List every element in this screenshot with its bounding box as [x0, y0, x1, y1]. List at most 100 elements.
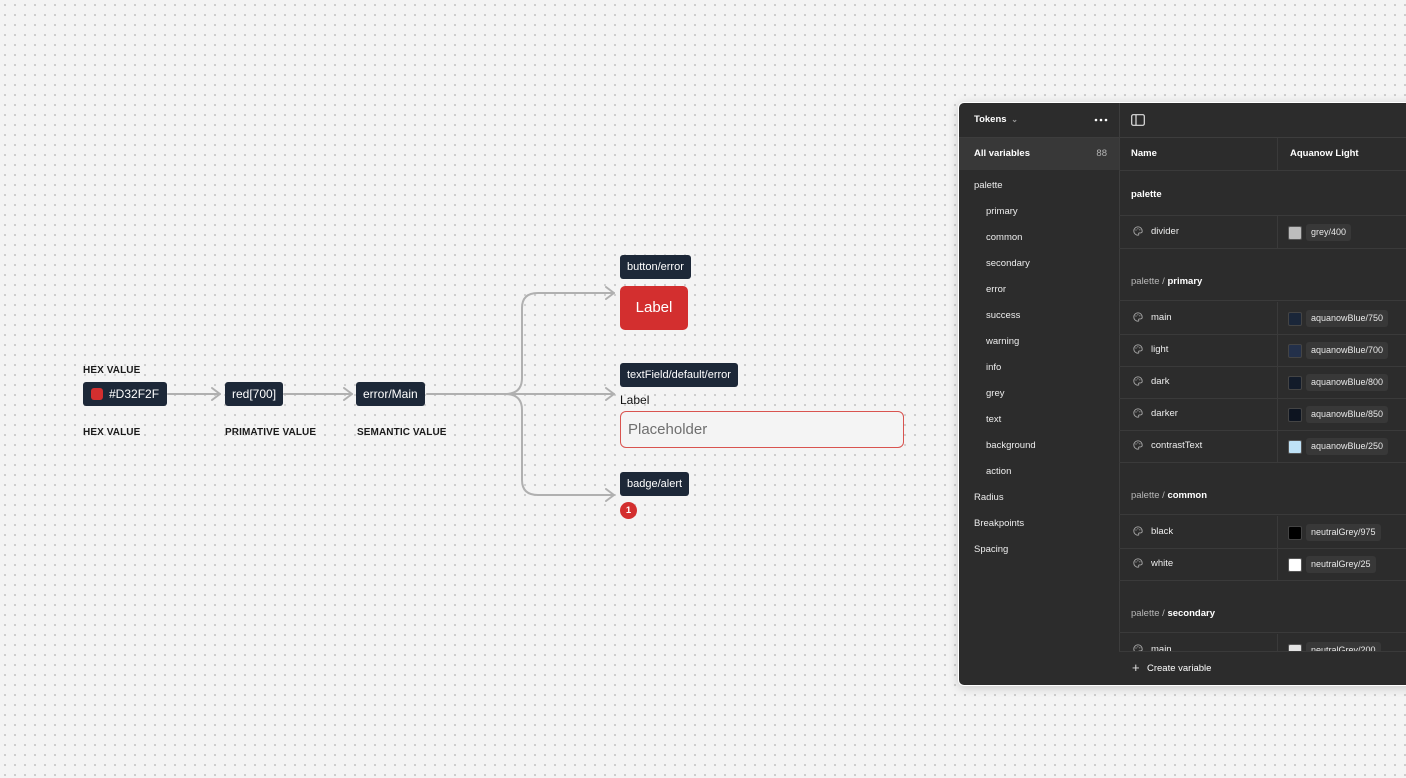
- collection-selector[interactable]: Tokens ⌄: [974, 103, 1018, 137]
- collection-header: Tokens ⌄: [959, 103, 1119, 138]
- variable-name-cell: dark: [1119, 366, 1278, 398]
- color-variable-icon: [1133, 344, 1143, 354]
- chevron-down-icon: ⌄: [1011, 115, 1018, 124]
- alias-pill[interactable]: neutralGrey/975: [1306, 524, 1381, 541]
- table-header: Name Aquanow Light: [1119, 138, 1406, 171]
- alias-pill[interactable]: neutralGrey/200: [1306, 642, 1381, 651]
- sidebar-group-palette[interactable]: palette: [959, 173, 1119, 199]
- collection-title: Tokens: [974, 114, 1007, 125]
- variable-row[interactable]: white neutralGrey/25: [1119, 548, 1406, 581]
- primitive-token-tag: red[700]: [225, 382, 284, 406]
- group-name: secondary: [1167, 608, 1215, 619]
- sidebar-group-success[interactable]: success: [959, 303, 1119, 329]
- sidebar-group-label: Radius: [974, 492, 1004, 503]
- alias-pill[interactable]: aquanowBlue/700: [1306, 342, 1389, 359]
- sidebar-group-text[interactable]: text: [959, 407, 1119, 433]
- sidebar-group-label: info: [986, 362, 1002, 373]
- sidebar-group-label: Spacing: [974, 544, 1009, 555]
- group-prefix: palette /: [1131, 276, 1168, 287]
- variable-name: black: [1151, 526, 1174, 537]
- sidebar-toggle-icon[interactable]: [1131, 114, 1145, 126]
- alias-pill[interactable]: grey/400: [1306, 224, 1352, 241]
- group-name: palette: [1131, 189, 1162, 200]
- color-swatch: [1288, 526, 1302, 540]
- color-swatch: [1288, 312, 1302, 326]
- alias-pill[interactable]: aquanowBlue/250: [1306, 438, 1389, 455]
- sidebar-group-primary[interactable]: primary: [959, 199, 1119, 225]
- error-button[interactable]: Label: [620, 286, 688, 330]
- error-text-field[interactable]: Placeholder: [620, 411, 904, 448]
- color-variable-icon: [1133, 440, 1143, 450]
- all-variables-item[interactable]: All variables 88: [959, 138, 1119, 170]
- color-variable-icon: [1133, 644, 1143, 651]
- textfield-label: Label: [620, 393, 650, 407]
- variable-value-cell[interactable]: aquanowBlue/250: [1278, 430, 1406, 462]
- variable-value-cell[interactable]: neutralGrey/200: [1278, 634, 1406, 651]
- variable-value-cell[interactable]: aquanowBlue/700: [1278, 334, 1406, 366]
- alias-pill[interactable]: neutralGrey/25: [1306, 556, 1376, 573]
- group-name: primary: [1167, 276, 1203, 287]
- hex-value-tag: #D32F2F: [83, 382, 168, 406]
- color-variable-icon: [1133, 376, 1143, 386]
- variable-row[interactable]: dark aquanowBlue/800: [1119, 366, 1406, 399]
- variable-row[interactable]: light aquanowBlue/700: [1119, 334, 1406, 367]
- plus-icon: +: [1132, 660, 1140, 675]
- sidebar-group-background[interactable]: background: [959, 433, 1119, 459]
- sidebar-group-info[interactable]: info: [959, 355, 1119, 381]
- variable-value-cell[interactable]: aquanowBlue/750: [1278, 302, 1406, 334]
- variable-value-cell[interactable]: aquanowBlue/850: [1278, 398, 1406, 430]
- semantic-token-tag: error/Main: [356, 382, 425, 406]
- sidebar-group-label: grey: [986, 388, 1005, 399]
- color-swatch: [1288, 440, 1302, 454]
- sidebar-group-label: error: [986, 284, 1007, 295]
- variable-value-cell[interactable]: grey/400: [1278, 216, 1406, 248]
- variable-name: light: [1151, 344, 1169, 355]
- variable-name-cell: main: [1119, 302, 1278, 334]
- more-options-icon[interactable]: [1093, 112, 1109, 128]
- variable-row[interactable]: main aquanowBlue/750: [1119, 302, 1406, 335]
- variable-name-cell: light: [1119, 334, 1278, 366]
- column-divider: [1277, 138, 1278, 170]
- column-name-header: Name: [1131, 148, 1157, 159]
- color-variable-icon: [1133, 558, 1143, 568]
- sidebar-group-radius[interactable]: Radius: [959, 485, 1119, 511]
- alias-pill[interactable]: aquanowBlue/750: [1306, 310, 1389, 327]
- variable-name-cell: white: [1119, 548, 1278, 580]
- color-variable-icon: [1133, 226, 1143, 236]
- alias-pill[interactable]: aquanowBlue/850: [1306, 406, 1389, 423]
- sidebar-group-secondary[interactable]: secondary: [959, 251, 1119, 277]
- variable-row[interactable]: contrastText aquanowBlue/250: [1119, 430, 1406, 463]
- variable-row[interactable]: black neutralGrey/975: [1119, 516, 1406, 549]
- table-group-header: palette / secondary: [1119, 588, 1406, 633]
- sidebar-group-warning[interactable]: warning: [959, 329, 1119, 355]
- sidebar-group-common[interactable]: common: [959, 225, 1119, 251]
- variable-value-cell[interactable]: aquanowBlue/800: [1278, 366, 1406, 398]
- primitive-caption: PRIMATIVE VALUE: [225, 427, 317, 438]
- variable-name-cell: contrastText: [1119, 430, 1278, 462]
- create-variable-button[interactable]: + Create variable: [1119, 651, 1406, 685]
- table-group-header: palette: [1119, 171, 1406, 216]
- variable-value-cell[interactable]: neutralGrey/975: [1278, 516, 1406, 548]
- semantic-caption: SEMANTIC VALUE: [357, 427, 447, 438]
- alias-pill[interactable]: aquanowBlue/800: [1306, 374, 1389, 391]
- sidebar-group-action[interactable]: action: [959, 459, 1119, 485]
- sidebar-group-label: success: [986, 310, 1021, 321]
- badge-alert-tag: badge/alert: [620, 472, 690, 496]
- sidebar-group-label: common: [986, 232, 1023, 243]
- sidebar-group-spacing[interactable]: Spacing: [959, 537, 1119, 563]
- color-variable-icon: [1133, 526, 1143, 536]
- color-swatch: [1288, 558, 1302, 572]
- variable-value-cell[interactable]: neutralGrey/25: [1278, 548, 1406, 580]
- sidebar-group-label: action: [986, 466, 1012, 477]
- sidebar-group-label: Breakpoints: [974, 518, 1025, 529]
- hex-caption-top: HEX VALUE: [83, 365, 141, 376]
- group-title: palette / primary: [1131, 276, 1202, 287]
- sidebar-group-error[interactable]: error: [959, 277, 1119, 303]
- sidebar-group-breakpoints[interactable]: Breakpoints: [959, 511, 1119, 537]
- sidebar-group-label: text: [986, 414, 1002, 425]
- variable-name-cell: black: [1119, 516, 1278, 548]
- sidebar-group-grey[interactable]: grey: [959, 381, 1119, 407]
